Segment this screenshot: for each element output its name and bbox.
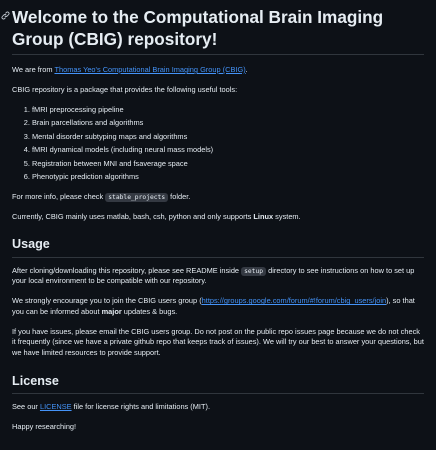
support-suffix: system. xyxy=(273,211,301,221)
stable-projects-code: stable_projects xyxy=(105,192,169,202)
license-heading: License xyxy=(12,373,424,395)
list-item: Mental disorder subtyping maps and algor… xyxy=(32,132,424,143)
linux-bold: Linux xyxy=(253,211,274,221)
closing-paragraph: Happy researching! xyxy=(12,421,77,431)
usage-join-paragraph: We strongly encourage you to join the CB… xyxy=(12,296,424,317)
tools-intro: CBIG repository is a package that provid… xyxy=(12,84,238,94)
page-title: Welcome to the Computational Brain Imagi… xyxy=(12,7,384,50)
license-suffix: file for license rights and limitations … xyxy=(71,402,211,412)
major-bold: major xyxy=(101,306,122,316)
usage-setup-paragraph: After cloning/downloading this repositor… xyxy=(12,266,424,287)
list-item: Brain parcellations and algorithms xyxy=(32,118,424,129)
license-link[interactable]: LICENSE xyxy=(39,402,72,412)
usage-p1-suffix: directory to see instructions on how to … xyxy=(12,265,415,286)
intro-paragraph: We are from Thomas Yeo's Computational B… xyxy=(12,65,424,76)
usage-issues-paragraph: If you have issues, please email the CBI… xyxy=(12,326,424,358)
intro-prefix: We are from xyxy=(12,65,55,75)
license-paragraph: See our LICENSE file for license rights … xyxy=(12,402,424,413)
list-item: Phenotypic prediction algorithms xyxy=(32,172,424,183)
tools-list: fMRI preprocessing pipeline Brain parcel… xyxy=(12,105,424,183)
more-info-suffix: folder. xyxy=(168,191,191,201)
title-block: Welcome to the Computational Brain Imagi… xyxy=(1,6,424,56)
usage-p2-prefix: We strongly encourage you to join the CB… xyxy=(12,296,202,306)
link-icon[interactable] xyxy=(1,11,10,20)
more-info-paragraph: For more info, please check stable_proje… xyxy=(12,192,424,203)
support-paragraph: Currently, CBIG mainly uses matlab, bash… xyxy=(12,212,424,223)
list-item: Registration between MNI and fsaverage s… xyxy=(32,159,424,170)
usage-p2-suffix: updates & bugs. xyxy=(121,306,178,316)
list-item: fMRI preprocessing pipeline xyxy=(32,105,424,116)
usage-p2-mid: ), so that you can be informed about xyxy=(12,296,415,316)
list-item: fMRI dynamical models (including neural … xyxy=(32,145,424,156)
license-prefix: See our xyxy=(12,402,40,412)
usage-p1-prefix: After cloning/downloading this repositor… xyxy=(12,265,242,275)
more-info-prefix: For more info, please check xyxy=(12,191,106,201)
users-group-link[interactable]: https://groups.google.com/forum/#!forum/… xyxy=(201,296,387,306)
cbig-group-link[interactable]: Thomas Yeo's Computational Brain Imaging… xyxy=(54,65,246,75)
setup-code: setup xyxy=(241,266,267,276)
intro-suffix: . xyxy=(245,65,248,75)
usage-heading: Usage xyxy=(12,236,424,258)
support-prefix: Currently, CBIG mainly uses matlab, bash… xyxy=(12,211,254,221)
